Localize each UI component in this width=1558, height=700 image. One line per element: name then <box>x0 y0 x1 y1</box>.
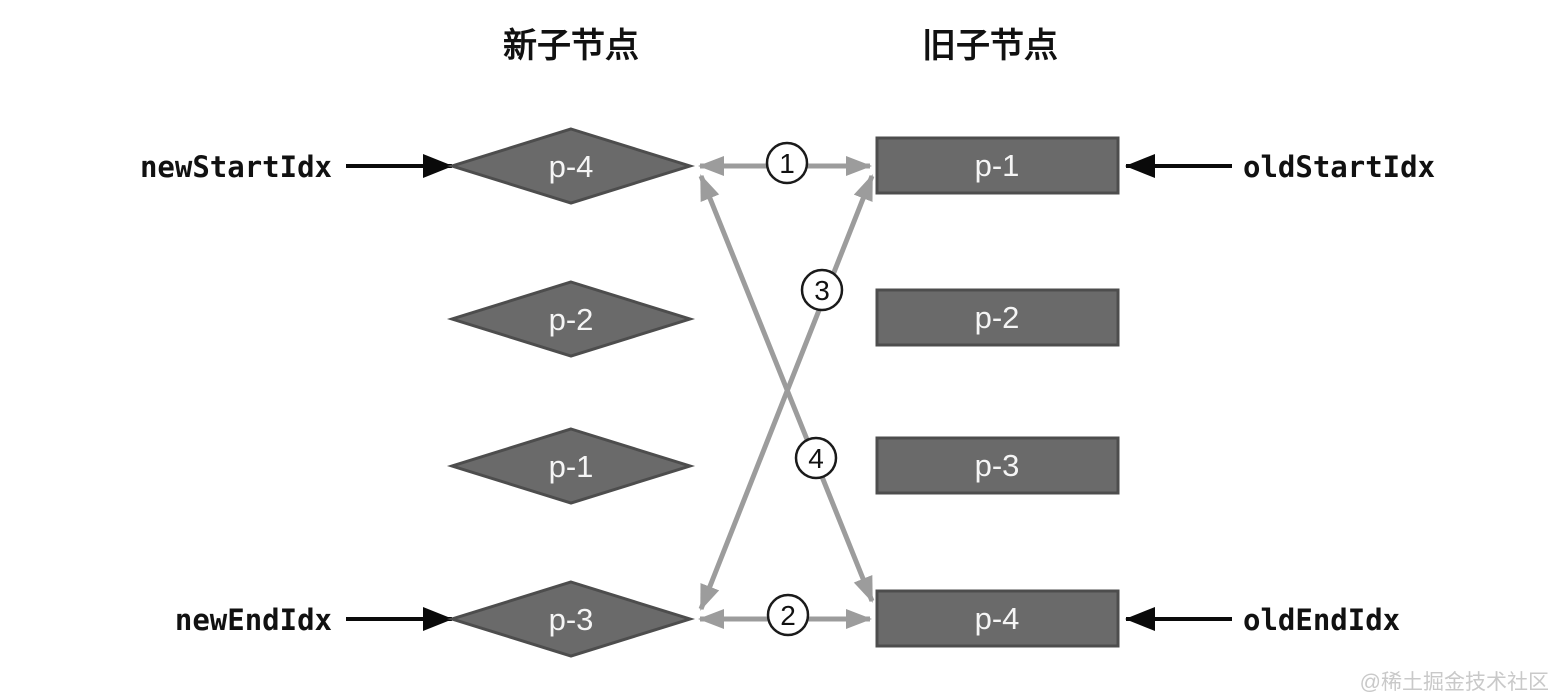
rect-shape <box>875 589 1120 648</box>
old-start-idx-label: oldStartIdx <box>1243 150 1435 184</box>
new-node-p-3: p-3 <box>446 580 696 658</box>
watermark-text: @稀土掘金技术社区 <box>1360 671 1549 694</box>
step-badge-3: 3 <box>800 268 844 312</box>
new-node-p-4: p-4 <box>446 127 696 205</box>
old-end-idx-label: oldEndIdx <box>1243 603 1400 637</box>
old-node-p-1: p-1 <box>875 136 1120 195</box>
node-label: p-1 <box>975 148 1020 183</box>
node-label: p-4 <box>975 601 1020 636</box>
new-end-idx-label: newEndIdx <box>175 603 332 637</box>
node-label: p-3 <box>975 448 1020 483</box>
diamond-shape <box>446 427 696 505</box>
diamond-shape <box>446 127 696 205</box>
node-label: p-1 <box>549 449 594 484</box>
compare-arrow-step-4 <box>698 174 875 603</box>
step-number: 3 <box>814 275 830 306</box>
step-circle <box>765 141 809 185</box>
old-node-p-4: p-4 <box>875 589 1120 648</box>
step-number: 4 <box>808 443 824 474</box>
pointer-old-start: oldStartIdx <box>1125 150 1435 184</box>
diamond-shape <box>446 580 696 658</box>
node-label: p-4 <box>549 149 594 184</box>
node-label: p-2 <box>549 302 594 337</box>
old-children-heading: 旧子节点 <box>922 27 1058 65</box>
rect-shape <box>875 436 1120 495</box>
step-badge-4: 4 <box>794 436 838 480</box>
new-node-p-2: p-2 <box>446 280 696 358</box>
pointer-old-end: oldEndIdx <box>1125 603 1400 637</box>
old-node-p-2: p-2 <box>875 288 1120 347</box>
diamond-shape <box>446 280 696 358</box>
rect-shape <box>875 288 1120 347</box>
pointer-new-end: newEndIdx <box>175 603 453 637</box>
new-children-heading: 新子节点 <box>503 27 639 65</box>
new-start-idx-label: newStartIdx <box>140 150 332 184</box>
step-number: 1 <box>779 148 795 179</box>
step-circle <box>794 436 838 480</box>
step-number: 2 <box>780 600 796 631</box>
new-node-p-1: p-1 <box>446 427 696 505</box>
step-circle <box>766 593 810 637</box>
pointer-new-start: newStartIdx <box>140 150 453 184</box>
node-label: p-3 <box>549 602 594 637</box>
rect-shape <box>875 136 1120 195</box>
step-badge-1: 1 <box>765 141 809 185</box>
step-circle <box>800 268 844 312</box>
step-badge-2: 2 <box>766 593 810 637</box>
node-label: p-2 <box>975 300 1020 335</box>
old-node-p-3: p-3 <box>875 436 1120 495</box>
